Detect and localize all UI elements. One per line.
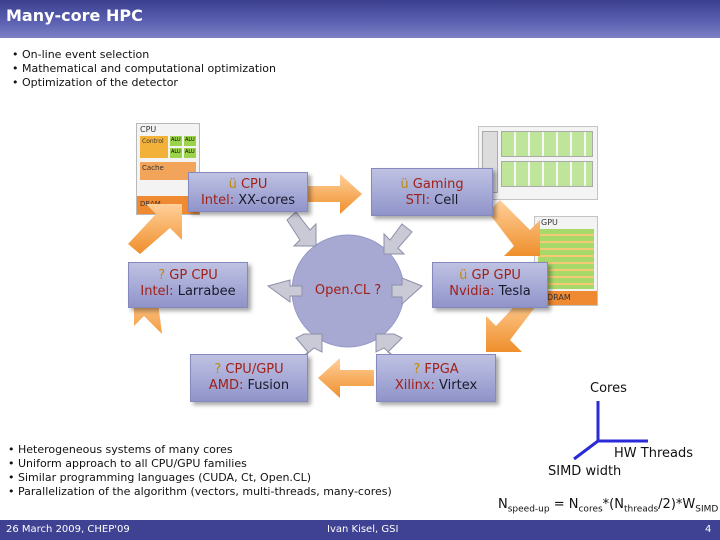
speedup-formula: Nspeed-up = Ncores*(Nthreads/2)*WSIMD (498, 497, 718, 515)
small-arrow (375, 333, 403, 361)
box-cpugpu-product: Fusion (247, 378, 290, 393)
box-gpgpu-product: Tesla (498, 284, 531, 299)
alu-label: ALU (185, 137, 195, 143)
bullet-item: Mathematical and computational optimizat… (12, 62, 276, 76)
box-gpgpu-vendor: Nvidia: (449, 284, 495, 299)
small-arrow (266, 279, 303, 303)
box-gaming-title: Gaming (412, 177, 464, 192)
control-label: Control (142, 138, 164, 145)
spe-row-top (501, 131, 593, 157)
page-number: 4 (705, 524, 712, 535)
simd-width-axis (573, 439, 599, 461)
box-cpu: ü CPU Intel: XX-cores (188, 172, 308, 212)
box-fpga-product: Virtex (439, 378, 478, 393)
top-bullet-list: On-line event selection Mathematical and… (12, 48, 276, 90)
cell-processor-diagram (478, 126, 598, 200)
formula-sub: SIMD (695, 504, 719, 515)
arrow-gpgpu-to-fpga (486, 296, 536, 352)
formula-sub: cores (578, 504, 603, 515)
bullet-item: Uniform approach to all CPU/GPU families (8, 457, 392, 471)
cores-axis-label: Cores (590, 381, 627, 396)
bullet-item: Heterogeneous systems of many cores (8, 443, 392, 457)
arrow-cpu-to-gaming (308, 174, 362, 214)
bullet-item: Similar programming languages (CUDA, Ct,… (8, 471, 392, 485)
box-cpugpu-title: CPU/GPU (225, 362, 284, 377)
box-gpcpu-vendor: Intel: (140, 284, 174, 299)
alu-block: ALU (170, 136, 182, 146)
bullet-item: On-line event selection (12, 48, 276, 62)
gpu-diagram: GPU DRAM (534, 216, 598, 306)
simd-width-axis-label: SIMD width (548, 464, 622, 479)
box-cpu-product: XX-cores (238, 193, 296, 208)
bullet-item: Parallelization of the algorithm (vector… (8, 485, 392, 499)
gpu-dram-block: DRAM (535, 291, 597, 305)
check-icon: ü (228, 177, 237, 192)
formula-sub: threads (623, 504, 659, 515)
check-icon: ü (459, 268, 468, 283)
small-arrow (286, 211, 317, 247)
box-gaming-vendor: STI: (405, 193, 430, 208)
footer-date: 26 March 2009, CHEP'09 (6, 524, 130, 535)
formula-part: = N (549, 497, 579, 512)
opencl-label: Open.CL ? (314, 283, 382, 298)
bullet-item: Optimization of the detector (12, 76, 276, 90)
alu-block: ALU (184, 136, 196, 146)
box-gaming-product: Cell (434, 193, 459, 208)
box-gaming: ü Gaming STI: Cell (371, 168, 493, 216)
gpu-dram-label: DRAM (547, 293, 571, 302)
alu-block: ALU (170, 148, 182, 158)
footer-bar: 26 March 2009, CHEP'09 Ivan Kisel, GSI 4 (0, 520, 720, 540)
bottom-bullet-list: Heterogeneous systems of many cores Unif… (8, 443, 392, 499)
arrow-gaming-to-gpgpu (488, 200, 540, 256)
small-arrow (391, 277, 423, 306)
box-fpga-vendor: Xilinx: (394, 378, 435, 393)
box-gpcpu: ? GP CPU Intel: Larrabee (128, 262, 248, 308)
box-cpugpu: ? CPU/GPU AMD: Fusion (190, 354, 308, 402)
box-fpga-title: FPGA (424, 362, 459, 377)
arrow-fpga-to-cpugpu (318, 358, 374, 398)
cache-label: Cache (142, 164, 164, 172)
formula-part: *(N (602, 497, 624, 512)
alu-block: ALU (184, 148, 196, 158)
spe-row-bottom (501, 161, 593, 187)
hw-threads-axis-label: HW Threads (614, 446, 693, 461)
cache-block: Cache (140, 162, 196, 180)
formula-part: /2)*W (658, 497, 696, 512)
title-bar: Many-core HPC (0, 0, 720, 38)
slide-title: Many-core HPC (6, 6, 143, 25)
box-gpcpu-title: GP CPU (169, 268, 218, 283)
box-fpga: ? FPGA Xilinx: Virtex (376, 354, 496, 402)
alu-label: ALU (171, 137, 181, 143)
box-gpgpu: ü GP GPU Nvidia: Tesla (432, 262, 548, 308)
footer-author: Ivan Kisel, GSI (327, 524, 399, 535)
question-icon: ? (413, 362, 421, 377)
question-icon: ? (214, 362, 222, 377)
small-arrow (295, 333, 323, 361)
box-cpu-title: CPU (240, 177, 268, 192)
box-gpgpu-title: GP GPU (471, 268, 521, 283)
box-cpugpu-vendor: AMD: (208, 378, 244, 393)
question-icon: ? (158, 268, 166, 283)
cpu-label: CPU (140, 125, 157, 134)
arrow-gpcpu-to-cpu (128, 204, 182, 254)
box-gpcpu-product: Larrabee (177, 284, 236, 299)
box-cpu-vendor: Intel: (200, 193, 235, 208)
alu-label: ALU (185, 149, 195, 155)
gpu-label: GPU (541, 218, 558, 227)
alu-label: ALU (171, 149, 181, 155)
small-arrow (383, 223, 413, 255)
control-block: Control (140, 136, 168, 158)
formula-n: N (498, 497, 508, 512)
check-icon: ü (400, 177, 409, 192)
formula-sub: speed-up (507, 504, 550, 515)
